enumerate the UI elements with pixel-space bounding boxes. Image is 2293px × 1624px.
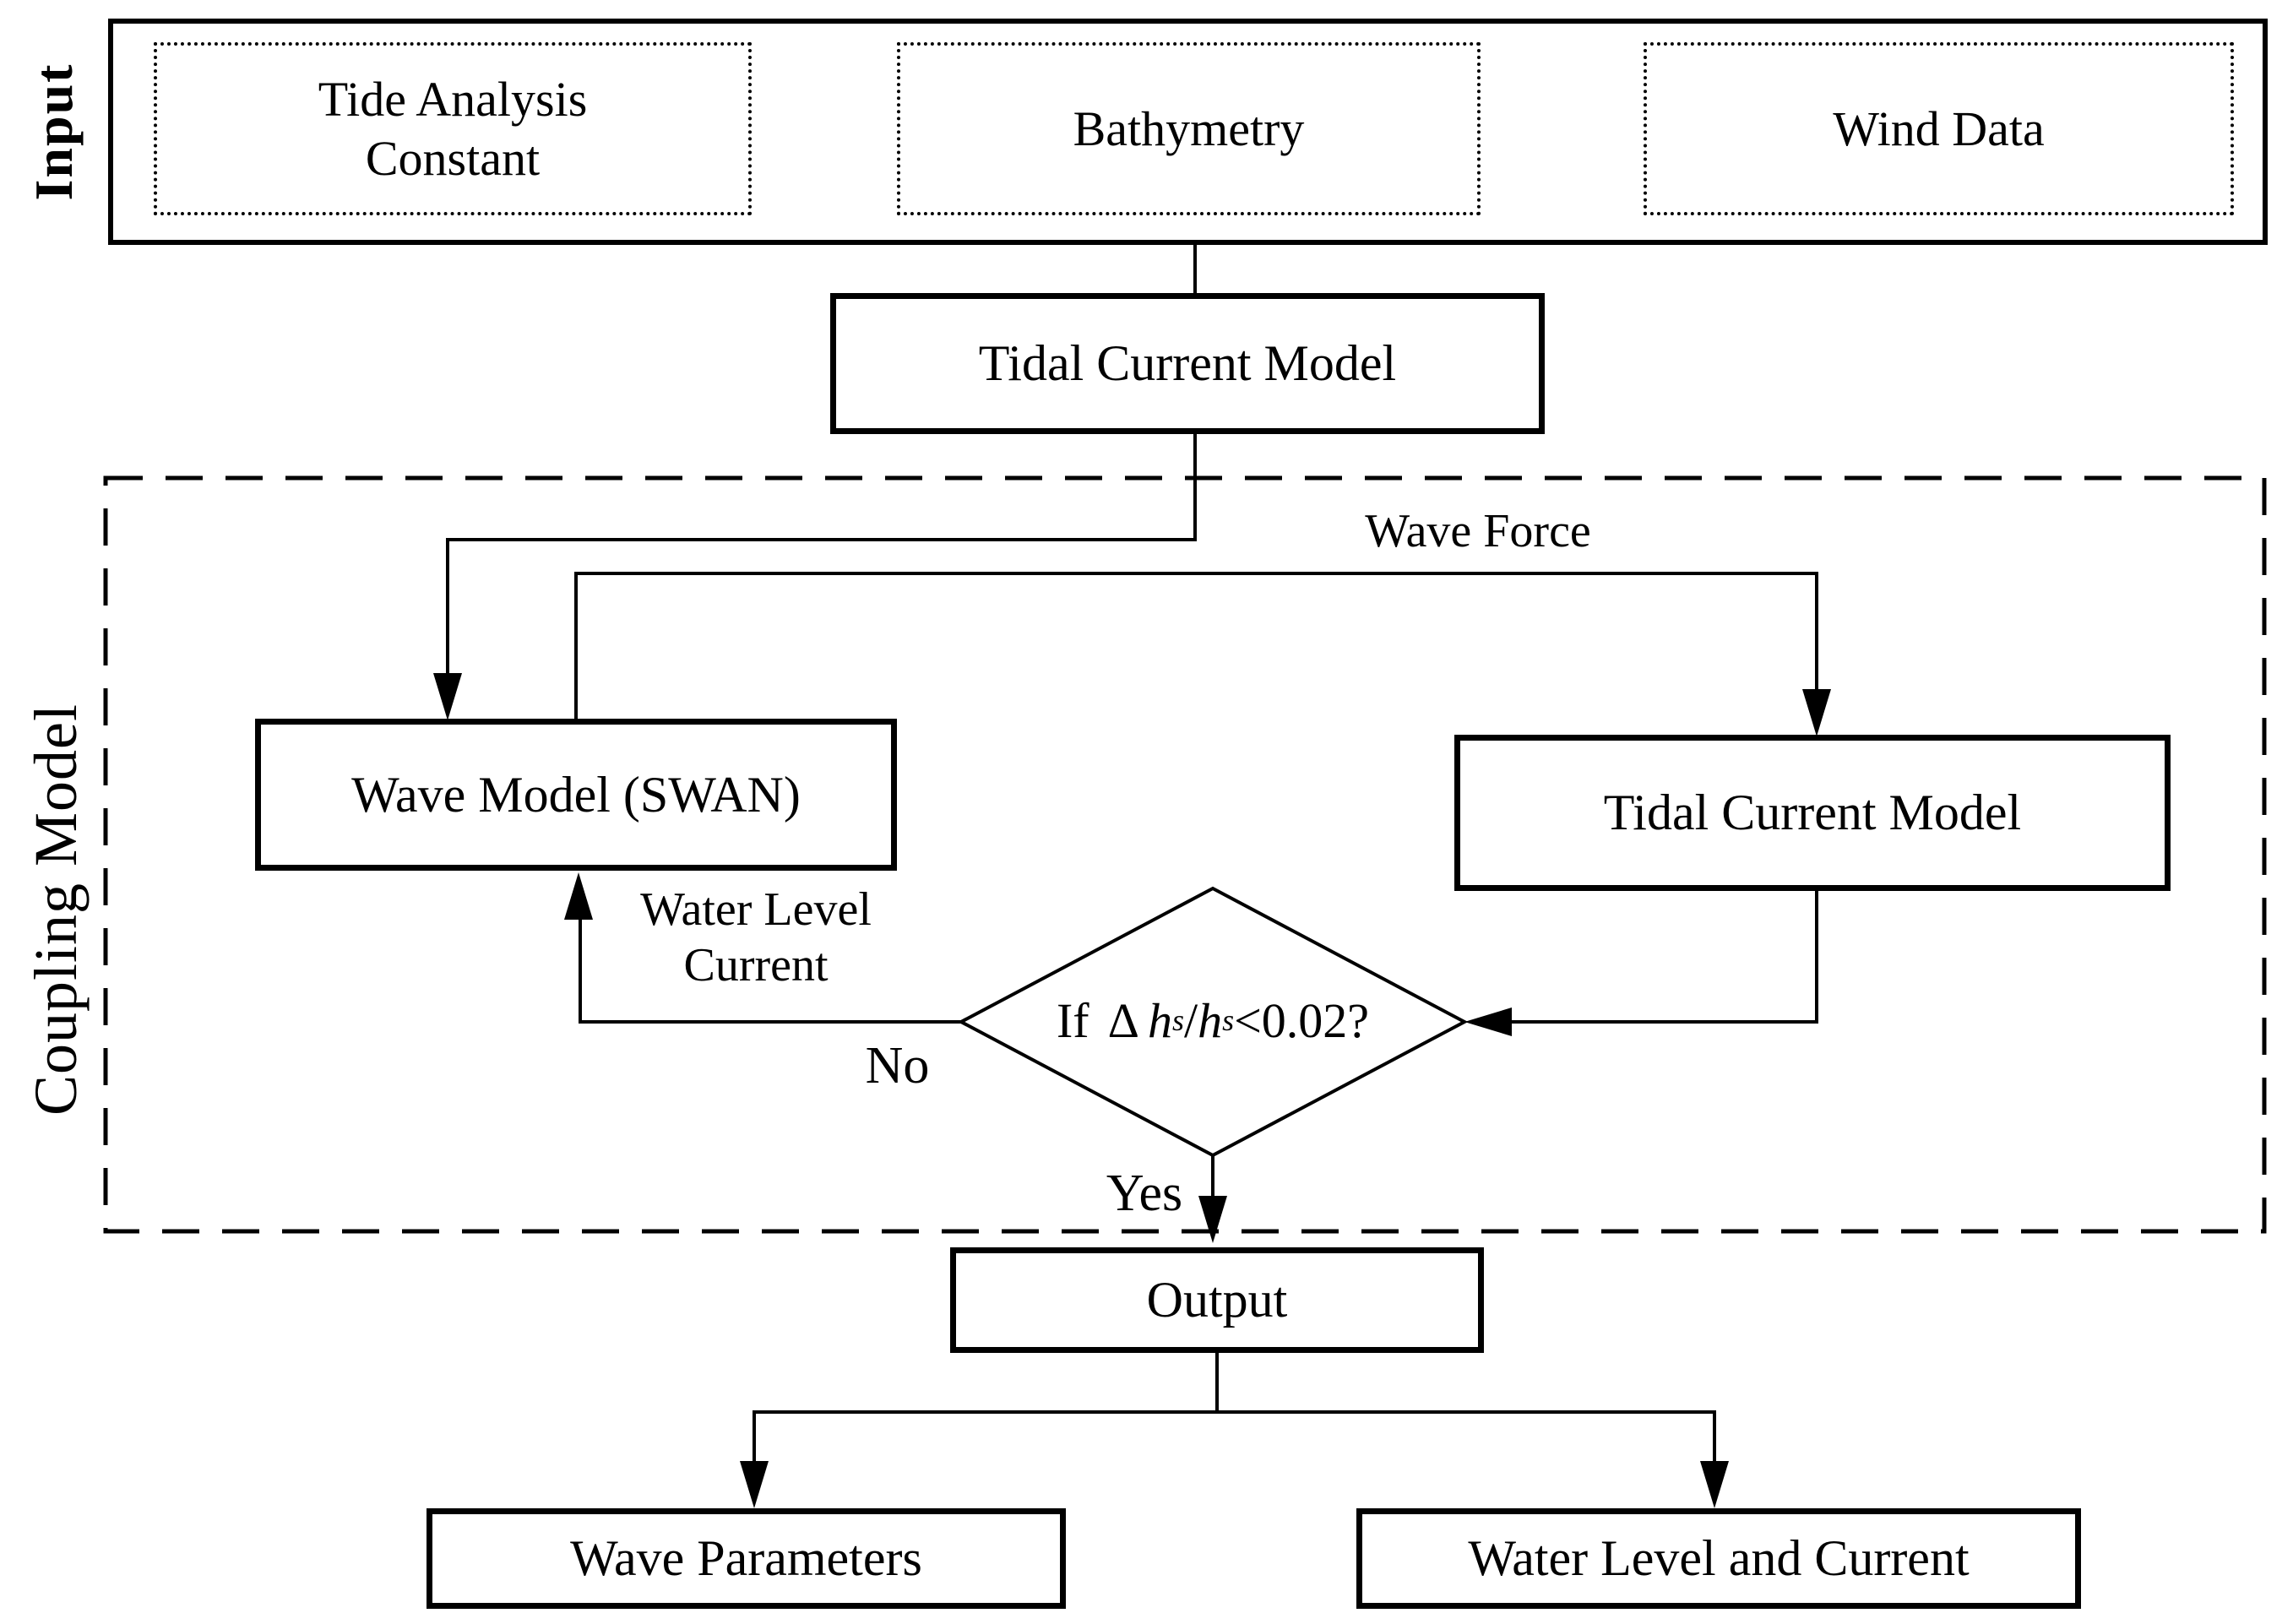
connector-tidal2-left — [1512, 1020, 1818, 1024]
input-box-bathymetry-label: Bathymetry — [1073, 100, 1305, 156]
arrow-into-tidal-model-2-icon — [1802, 689, 1831, 736]
connector-branch-right — [1713, 1414, 1716, 1461]
decision-if: If — [1056, 992, 1089, 1048]
connector-tidal-down — [1193, 434, 1197, 541]
wave-model-box: Wave Model (SWAN) — [255, 719, 897, 871]
decision-tail: <0.02? — [1234, 992, 1370, 1048]
wave-force-label: Wave Force — [1365, 505, 1591, 557]
connector-yes-down — [1211, 1155, 1214, 1196]
connector-wave-force-down — [1815, 572, 1818, 689]
arrow-into-decision-icon — [1464, 1008, 1512, 1036]
coupling-model-label: Coupling Model — [21, 703, 90, 1116]
yes-label: Yes — [1106, 1164, 1183, 1222]
connector-wave-force-up — [574, 572, 578, 719]
decision-h2: h — [1198, 992, 1223, 1048]
water-level-current-box: Water Level and Current — [1356, 1508, 2081, 1609]
input-box-wind-data: Wind Data — [1644, 42, 2234, 215]
connector-no-across — [580, 1020, 963, 1024]
connector-output-down — [1215, 1353, 1219, 1414]
input-box-wind-data-label: Wind Data — [1833, 100, 2045, 156]
tidal-current-model-box: Tidal Current Model — [830, 293, 1545, 434]
arrow-into-water-level-current-icon — [1700, 1461, 1729, 1508]
input-box-tide-analysis-constant-label: Tide Analysis Constant — [318, 71, 588, 186]
wave-parameters-box: Wave Parameters — [427, 1508, 1066, 1609]
connector-output-branch — [753, 1410, 1716, 1414]
arrow-into-wave-parameters-icon — [740, 1461, 769, 1508]
coupling-model-frame — [103, 475, 2267, 1234]
connector-input-to-tidal-model — [1193, 243, 1197, 293]
tidal-current-model-2-box: Tidal Current Model — [1454, 735, 2171, 891]
output-label: Output — [1146, 1272, 1288, 1328]
input-box-bathymetry: Bathymetry — [897, 42, 1481, 215]
water-level-current-label: Water Level and Current — [1468, 1530, 1970, 1586]
current-label: Current — [683, 939, 829, 991]
tidal-current-model-2-label: Tidal Current Model — [1603, 785, 2022, 840]
tidal-current-model-label: Tidal Current Model — [978, 335, 1397, 391]
arrow-into-output-icon — [1198, 1196, 1227, 1243]
decision-h1: h — [1147, 992, 1172, 1048]
connector-wave-force-across — [574, 572, 1818, 575]
arrow-back-to-wave-model-icon — [564, 872, 593, 920]
arrow-into-wave-model-icon — [433, 673, 462, 720]
input-box-tide-analysis-constant: Tide Analysis Constant — [154, 42, 752, 215]
connector-tidal-left — [446, 538, 1197, 541]
wave-model-label: Wave Model (SWAN) — [351, 766, 801, 823]
water-level-label: Water Level — [640, 883, 872, 936]
connector-no-up — [579, 920, 582, 1024]
decision-delta: Δ — [1107, 992, 1139, 1048]
wave-parameters-label: Wave Parameters — [570, 1530, 922, 1586]
connector-into-wave-model — [446, 541, 449, 673]
output-box: Output — [950, 1247, 1484, 1353]
input-section-label: Input — [24, 62, 84, 201]
no-label: No — [865, 1036, 930, 1094]
connector-tidal2-down — [1815, 891, 1818, 1024]
connector-branch-left — [753, 1414, 756, 1461]
decision-slash: / — [1183, 992, 1198, 1048]
